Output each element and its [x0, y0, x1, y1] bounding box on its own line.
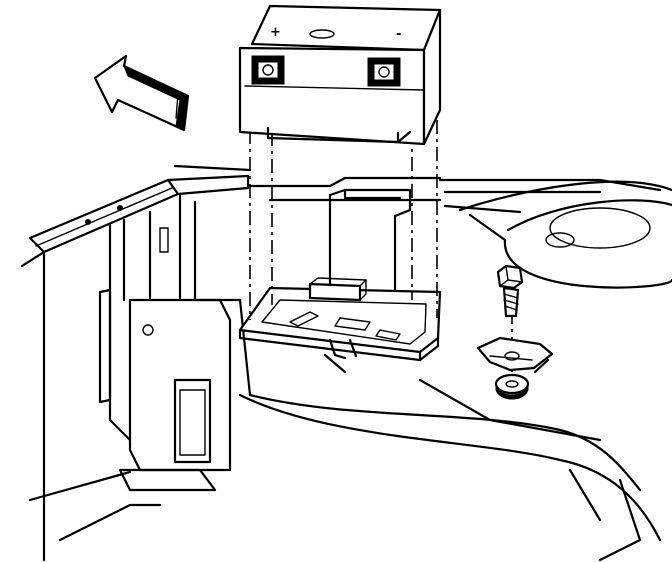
air-cleaner	[438, 178, 672, 289]
support-bracket	[128, 298, 232, 472]
negative-terminal-icon	[367, 57, 401, 87]
battery: + -	[238, 4, 442, 146]
washer-icon	[494, 373, 530, 400]
positive-terminal-icon	[251, 55, 285, 85]
direction-arrow-icon	[93, 54, 190, 132]
hold-down-clamp	[476, 336, 554, 374]
fender-structure	[238, 298, 662, 562]
tray-base	[238, 286, 442, 354]
hold-down-block	[308, 282, 362, 302]
upper-rail	[28, 178, 180, 254]
battery-side	[422, 8, 442, 146]
hold-down-bolt	[496, 264, 524, 318]
inner-wall	[248, 176, 442, 302]
clamp-plate	[476, 336, 554, 372]
positive-marking: +	[270, 25, 281, 40]
side-bracket	[98, 288, 112, 404]
battery-tray	[238, 277, 442, 374]
left-body-structure	[20, 164, 252, 562]
battery-indicator-icon	[309, 29, 335, 39]
negative-marking: -	[396, 27, 401, 42]
